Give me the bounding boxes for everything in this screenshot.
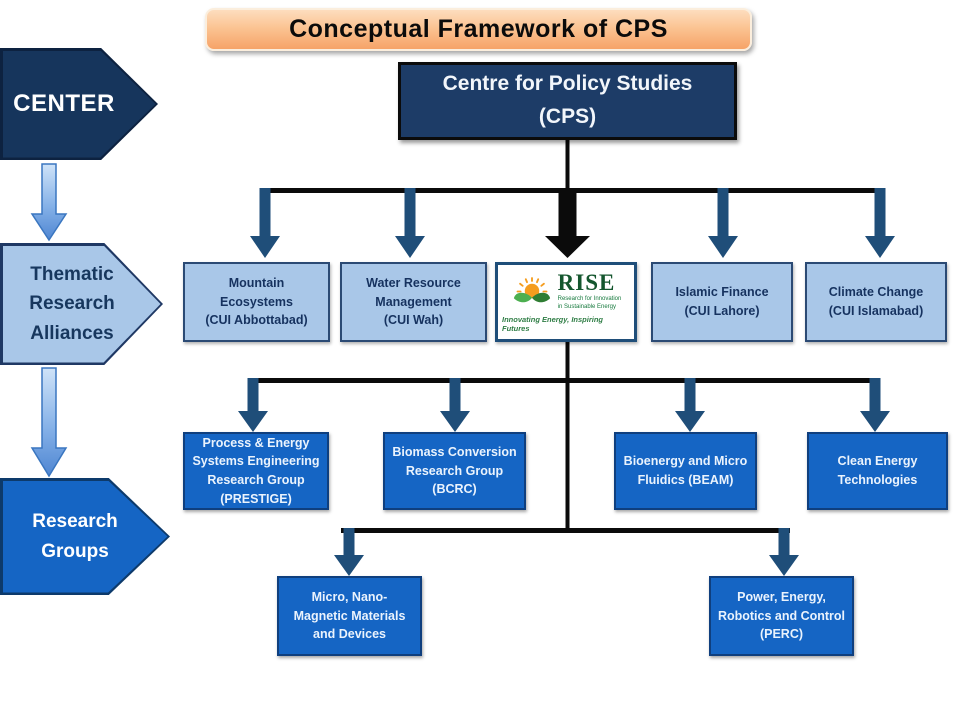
rail-research-groups-label: Research Groups	[32, 511, 118, 562]
rise-tagline: Innovating Energy, Inspiring Futures	[502, 315, 603, 334]
rise-subtitle: Research for Innovation in Sustainable E…	[557, 295, 622, 310]
rise-name: RISE	[557, 269, 616, 295]
alliance-box-mountain-ecosystems: Mountain Ecosystems (CUI Abbottabad)	[183, 262, 330, 342]
tree-level2-lines	[250, 342, 878, 532]
rail-research-groups-pentagon: Research Groups	[0, 478, 170, 595]
rise-text-block: RISE Research for Innovation in Sustaina…	[558, 271, 622, 312]
group-box-beam: Bioenergy and Micro Fluidics (BEAM)	[614, 432, 757, 510]
alliance-box-climate-change: Climate Change (CUI Islamabad)	[805, 262, 947, 342]
page-title: Conceptual Framework of CPS	[205, 8, 752, 51]
tree-level1-arrows	[250, 188, 895, 258]
rail-center-pentagon: CENTER	[0, 48, 158, 160]
center-bold-arrow-icon	[545, 188, 590, 258]
tree-level1-lines	[260, 140, 884, 193]
rail-thematic-pentagon: Thematic Research Alliances	[0, 243, 163, 365]
tree-level2-arrows	[238, 378, 890, 432]
group-box-perc: Power, Energy, Robotics and Control (PER…	[709, 576, 854, 656]
root-box-cps: Centre for Policy Studies (CPS)	[398, 62, 737, 140]
rail-thematic-label: Thematic Research Alliances	[29, 263, 115, 344]
rise-logo-row: RISE Research for Innovation in Sustaina…	[511, 271, 622, 312]
tree-level3-arrows	[334, 528, 799, 576]
group-box-bcrc: Biomass Conversion Research Group (BCRC)	[383, 432, 526, 510]
alliance-box-islamic-finance: Islamic Finance (CUI Lahore)	[651, 262, 793, 342]
group-box-micro-nano: Micro, Nano- Magnetic Materials and Devi…	[277, 576, 422, 656]
rail-center-label: CENTER	[13, 90, 115, 117]
group-box-clean-energy: Clean Energy Technologies	[807, 432, 948, 510]
alliance-box-water-resource: Water Resource Management (CUI Wah)	[340, 262, 487, 342]
group-box-prestige: Process & Energy Systems Engineering Res…	[183, 432, 329, 510]
rail-arrow-center-to-thematic-icon	[30, 163, 68, 242]
rail-arrow-thematic-to-groups-icon	[30, 367, 68, 478]
rise-logo-box: RISE Research for Innovation in Sustaina…	[495, 262, 637, 342]
rise-sun-leaves-icon	[513, 276, 550, 302]
